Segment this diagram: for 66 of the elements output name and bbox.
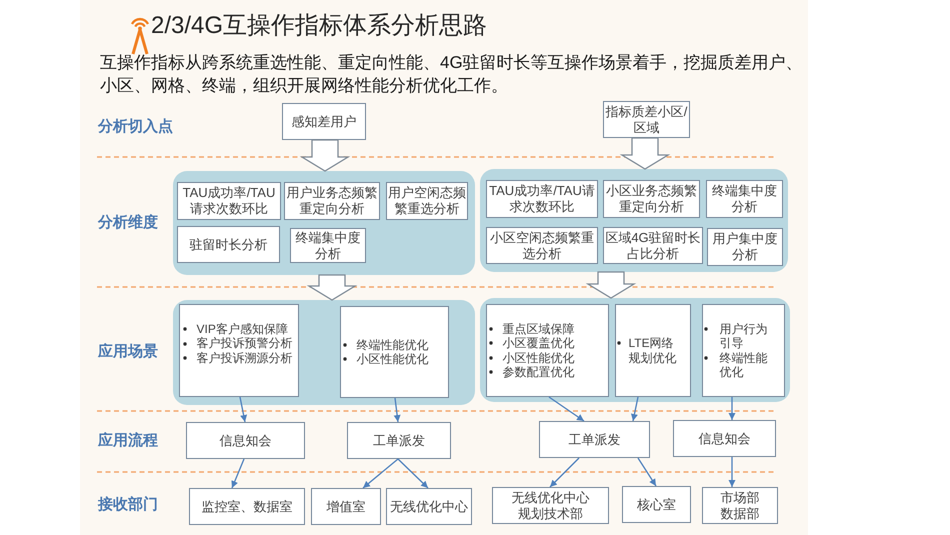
rounded-panel xyxy=(480,169,788,272)
title: 2/3/4G互操作指标体系分析思路 xyxy=(151,12,488,40)
list-item: 客户投诉溯源分析 xyxy=(196,350,294,366)
arrow xyxy=(728,457,736,487)
analysis-box: TAU成功率/TAU请求次数环比 xyxy=(177,182,281,220)
row-label: 应用场景 xyxy=(98,342,159,362)
arrow xyxy=(231,458,245,488)
bullet-list-box xyxy=(486,304,609,397)
block-arrow xyxy=(586,271,636,299)
process-box: 工单派发 xyxy=(347,422,451,459)
entry-box: 指标质差小区/区域 xyxy=(603,101,690,138)
arrow xyxy=(398,458,428,488)
department-box: 市场部数据部 xyxy=(702,487,778,524)
process-box: 工单派发 xyxy=(539,421,650,458)
analysis-box: 用户业务态频繁重定向分析 xyxy=(284,182,380,220)
department-box: 监控室、数据室 xyxy=(189,488,305,525)
analysis-box: 区域4G驻留时长占比分析 xyxy=(603,227,703,264)
list-item: 小区性能优化 xyxy=(502,350,576,365)
block-arrow xyxy=(300,139,350,172)
list-item: VIP客户感知保障 xyxy=(196,322,289,336)
rounded-panel xyxy=(480,298,790,402)
arrow xyxy=(394,398,401,422)
arrow xyxy=(728,397,736,420)
row-label: 接收部门 xyxy=(98,495,159,515)
bullet-list-box xyxy=(340,306,449,398)
department-box: 核心室 xyxy=(622,486,691,523)
department-box: 增值室 xyxy=(311,488,381,525)
list-item: 用户行为引导 xyxy=(720,322,768,350)
analysis-box: TAU成功率/TAU请求次数环比 xyxy=(486,180,598,218)
list-item: 小区覆盖优化 xyxy=(502,336,576,350)
arrow xyxy=(637,458,657,486)
department-box: 无线优化中心 xyxy=(386,488,472,525)
process-box: 信息知会 xyxy=(186,422,305,459)
arrow xyxy=(631,396,639,422)
rounded-panel xyxy=(173,300,475,405)
department-box: 无线优化中心规划技术部 xyxy=(492,487,609,524)
bullet-list-box xyxy=(615,304,691,397)
list-item: LTE网络规划优化 xyxy=(628,336,678,365)
arrow xyxy=(548,396,584,422)
row-label: 分析切入点 xyxy=(98,117,174,137)
list-item: 终端性能优化 xyxy=(356,338,430,352)
entry-box: 感知差用户 xyxy=(282,103,366,140)
block-arrow xyxy=(620,137,670,170)
arrow xyxy=(239,396,248,422)
analysis-box: 用户空闲态频繁重选分析 xyxy=(386,182,468,220)
process-box: 信息知会 xyxy=(673,420,776,457)
list-item: 小区性能优化 xyxy=(356,352,430,366)
intro-text: 互操作指标从跨系统重选性能、重定向性能、4G驻留时长等互操作场景着手，挖掘质差用户、小区、网格、终端，组织开展网络性能分析优化工作。 xyxy=(100,52,804,97)
arrow xyxy=(362,458,398,488)
analysis-box: 终端集中度分析 xyxy=(706,180,783,218)
analysis-box: 用户集中度分析 xyxy=(707,228,783,266)
list-item: 客户投诉预警分析 xyxy=(196,336,294,351)
row-label: 分析维度 xyxy=(98,213,159,233)
rounded-panel xyxy=(173,171,475,275)
analysis-box: 终端集中度分析 xyxy=(290,228,366,263)
analysis-box: 小区业务态频繁重定向分析 xyxy=(603,180,700,218)
block-arrow xyxy=(306,274,358,301)
bullet-list-box xyxy=(179,304,299,397)
analysis-box: 驻留时长分析 xyxy=(177,226,280,263)
list-item: 重点区域保障 xyxy=(502,322,576,336)
row-label: 应用流程 xyxy=(98,431,159,451)
analysis-box: 小区空闲态频繁重选分析 xyxy=(486,227,598,264)
bullet-list-box xyxy=(702,304,785,397)
list-item: 终端性能优化 xyxy=(720,350,768,380)
list-item: 参数配置优化 xyxy=(502,365,576,380)
arrow xyxy=(550,458,580,488)
